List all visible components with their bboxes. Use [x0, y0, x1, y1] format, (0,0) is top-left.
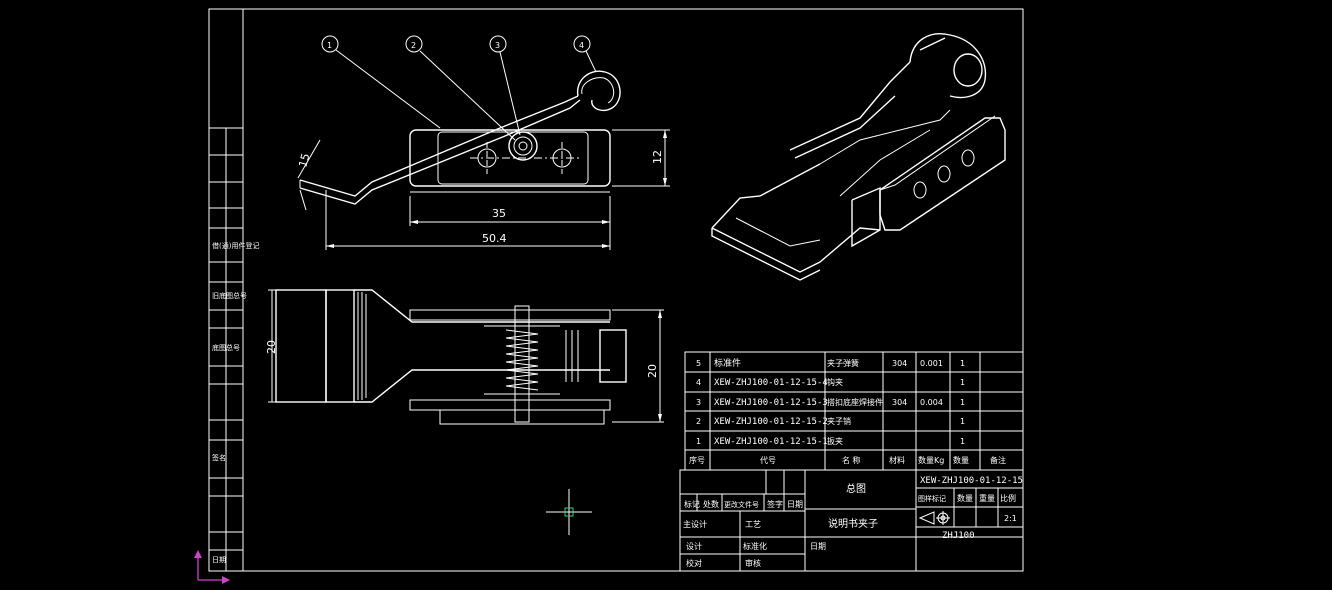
tb-stage-1: 数量 — [957, 493, 973, 503]
strip-label-3: 签名 — [212, 453, 226, 462]
tb-col-4: 日期 — [787, 500, 803, 509]
bom-cell-no: 4 — [696, 378, 701, 387]
tb-date-label: 日期 — [810, 542, 826, 551]
title-block: 标记 处数 更改文件号 签字 日期 主设计 设计 校对 工艺 标准化 审核 日期… — [679, 469, 1024, 572]
bom-cell-material: 304 — [892, 359, 907, 368]
front-view: 35 50.4 12 15 — [296, 70, 670, 250]
tb-stage-2: 重量 — [979, 493, 995, 503]
bom-cell-name: 夹子弹簧 — [827, 358, 859, 368]
tb-col-1: 处数 — [703, 499, 719, 509]
bom-cell-code: 标准件 — [714, 357, 741, 369]
bom-cell-name: 钩夹 — [827, 377, 843, 387]
projection-symbol-icon — [918, 511, 950, 525]
tb-product: ZHJ100 — [942, 531, 975, 541]
balloon-4: 4 — [579, 41, 584, 50]
strip-label-2: 底图总号 — [212, 343, 240, 352]
bom-cell-qty: 1 — [960, 359, 965, 368]
bom-cell-no: 5 — [696, 359, 701, 368]
balloon-3: 3 — [495, 41, 500, 50]
dim-35: 35 — [492, 207, 506, 220]
bom-cell-code: XEW-ZHJ100-01-12-15-2 — [714, 417, 828, 427]
bom-header-no: 序号 — [689, 455, 705, 465]
bom-header-weight: 数量Kg — [918, 455, 944, 465]
tb-stage-0: 图样标记 — [918, 494, 946, 503]
bom-cell-qty: 1 — [960, 437, 965, 446]
left-strip: 借(通)用件登记 旧底图总号 底图总号 签名 日期 — [208, 127, 259, 572]
tb-title-2: 说明书夹子 — [828, 517, 878, 530]
bom-cell-name: 扳夹 — [827, 436, 843, 446]
ucs-icon — [194, 550, 230, 584]
tb-mid-1: 标准化 — [743, 541, 767, 551]
bom-header-name: 名 称 — [842, 455, 861, 465]
dim-angle-15: 15 — [296, 152, 312, 169]
tb-mid-0: 工艺 — [745, 520, 761, 529]
strip-label-0: 借(通)用件登记 — [212, 241, 259, 250]
bom-header-remark: 备注 — [990, 455, 1006, 465]
balloon-2: 2 — [411, 41, 416, 50]
balloons: 1 2 3 4 — [321, 35, 597, 141]
bom-table — [684, 351, 1024, 471]
bom-cell-name: 夹子销 — [827, 416, 851, 426]
bom-cell-code: XEW-ZHJ100-01-12-15-1 — [714, 437, 828, 447]
top-view: 20 20 — [265, 289, 664, 425]
tb-stage-3: 比例 — [1000, 493, 1016, 503]
strip-label-4: 日期 — [212, 556, 226, 564]
tb-title-1: 总图 — [846, 482, 866, 495]
tb-col-2: 更改文件号 — [724, 500, 759, 509]
bom-cell-qty: 1 — [960, 378, 965, 387]
dim-12: 12 — [651, 150, 664, 164]
isometric-view — [711, 33, 1006, 281]
tb-scale: 2:1 — [1004, 514, 1017, 523]
dim-20-left: 20 — [265, 340, 278, 354]
tb-row-0: 主设计 — [683, 519, 707, 529]
bom-cell-weight: 0.004 — [920, 398, 943, 407]
bom-cell-no: 1 — [696, 437, 701, 446]
tb-row-1: 设计 — [686, 541, 702, 551]
balloon-1: 1 — [327, 41, 332, 50]
crosshair-cursor-icon — [546, 489, 592, 535]
bom-header: 序号 代号 名 称 材料 数量Kg 数量 备注 — [689, 455, 1006, 465]
dim-20-right: 20 — [646, 364, 659, 378]
tb-drawing-no: XEW-ZHJ100-01-12-15 — [920, 476, 1023, 486]
tb-row-2: 校对 — [686, 558, 702, 568]
bom-header-qty: 数量 — [953, 455, 969, 465]
bom-cell-no: 2 — [696, 417, 701, 426]
bom-header-code: 代号 — [760, 455, 776, 465]
bom-cell-code: XEW-ZHJ100-01-12-15-3 — [714, 398, 828, 408]
bom-cell-weight: 0.001 — [920, 359, 943, 368]
bom-header-material: 材料 — [889, 455, 905, 465]
bom-cell-qty: 1 — [960, 398, 965, 407]
bom-cell-code: XEW-ZHJ100-01-12-15-4 — [714, 378, 828, 388]
bom-cell-qty: 1 — [960, 417, 965, 426]
strip-label-1: 旧底图总号 — [212, 291, 247, 300]
tb-col-3: 签字 — [767, 499, 783, 509]
tb-mid-2: 审核 — [745, 558, 761, 568]
bom-cell-material: 304 — [892, 398, 907, 407]
tb-col-0: 标记 — [684, 499, 700, 509]
bom-cell-name: 搭扣底座焊接件 — [827, 397, 883, 407]
dim-50-4: 50.4 — [482, 232, 507, 245]
bom-cell-no: 3 — [696, 398, 701, 407]
